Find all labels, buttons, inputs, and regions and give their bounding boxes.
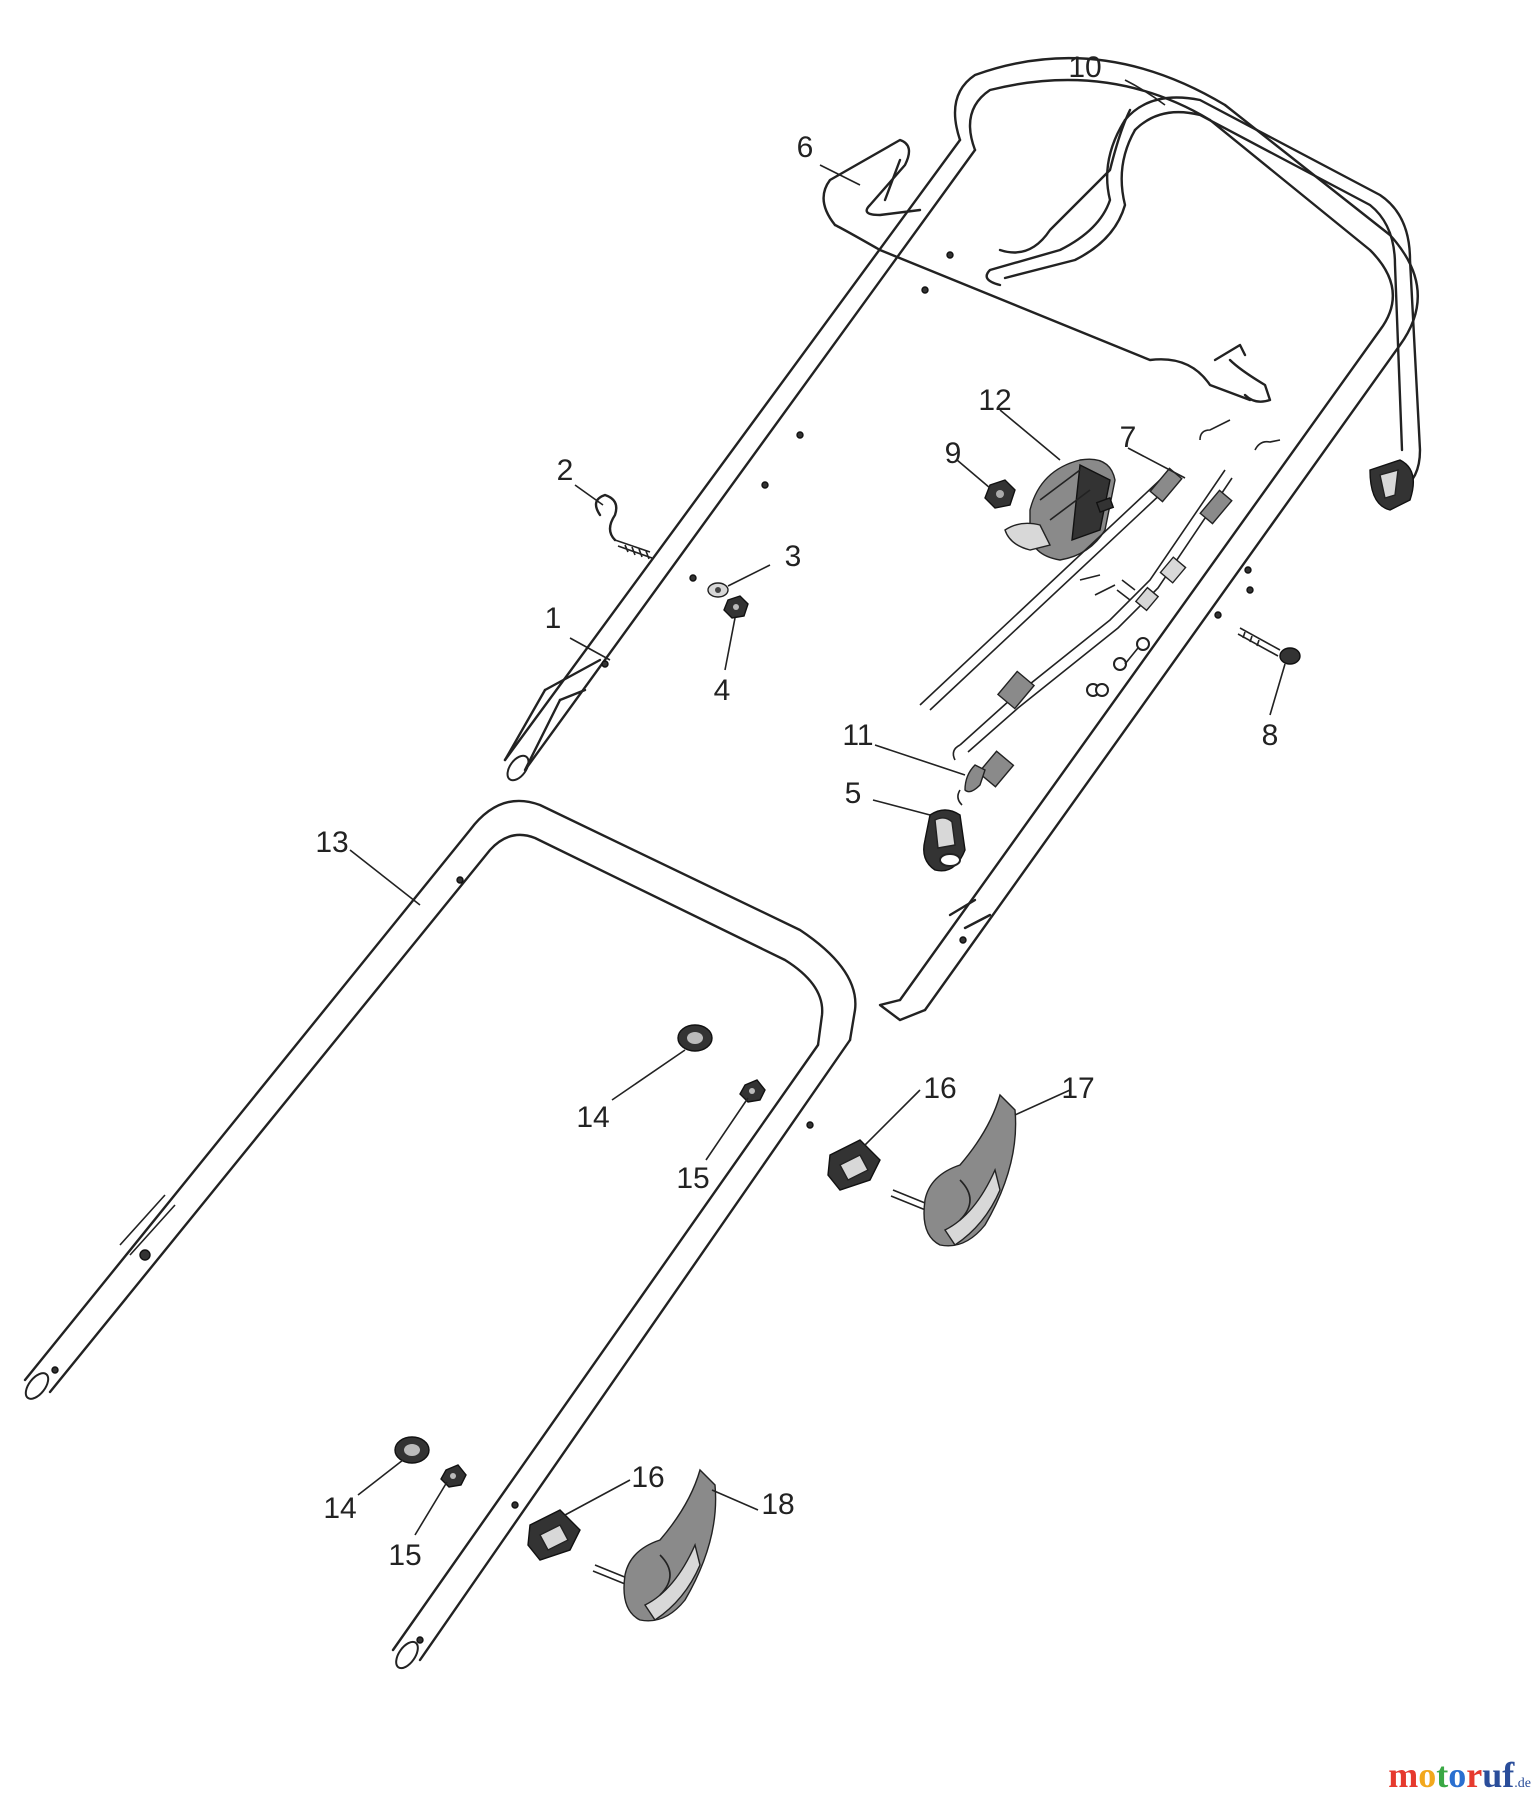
label-6: 6 — [797, 131, 814, 164]
watermark-text: motoruf — [1388, 1755, 1514, 1795]
leader-lines — [349, 79, 1286, 1536]
label-11: 11 — [842, 719, 873, 752]
label-10: 10 — [1068, 51, 1101, 84]
label-12: 12 — [978, 384, 1011, 417]
watermark-letter: o — [1418, 1755, 1437, 1795]
bail-lever — [822, 108, 1252, 402]
watermark-letter: o — [1448, 1755, 1467, 1795]
cable-eye-11 — [957, 764, 986, 806]
control-cables — [919, 419, 1281, 788]
label-2: 2 — [557, 454, 574, 487]
watermark-letter: m — [1388, 1755, 1419, 1795]
label-4: 4 — [714, 674, 731, 707]
upper-handle-bar — [503, 56, 1419, 1022]
clamp-knob-17 — [890, 1093, 1017, 1247]
label-16-lower: 16 — [631, 1461, 664, 1494]
label-14-upper: 14 — [576, 1101, 609, 1134]
top-bail-loop — [985, 96, 1422, 511]
label-16-upper: 16 — [923, 1072, 956, 1105]
nut-9 — [984, 479, 1016, 509]
watermark-tld: .de — [1514, 1776, 1531, 1791]
watermark-letter: f — [1502, 1755, 1515, 1795]
cable-clip-5 — [923, 809, 966, 872]
label-13: 13 — [315, 826, 348, 859]
part-labels: 10 6 12 7 9 2 3 1 4 8 11 5 13 16 17 14 1… — [315, 51, 1278, 1572]
bolt-8 — [1237, 627, 1301, 665]
wing-washer-14-lower — [394, 1436, 430, 1464]
nut-15-lower — [440, 1464, 467, 1488]
nut-4 — [723, 595, 749, 619]
throttle-control — [1004, 458, 1116, 561]
label-7: 7 — [1120, 421, 1137, 454]
watermark-logo: motoruf.de — [1388, 1754, 1531, 1796]
label-1: 1 — [545, 602, 562, 635]
washer-3 — [707, 582, 729, 598]
label-9: 9 — [945, 437, 962, 470]
watermark-letter: u — [1482, 1755, 1503, 1795]
label-3: 3 — [785, 540, 802, 573]
label-8: 8 — [1262, 719, 1279, 752]
clamp-block-16-lower — [527, 1509, 581, 1561]
clamp-knob-18 — [592, 1468, 717, 1622]
watermark-letter: t — [1436, 1755, 1449, 1795]
label-17: 17 — [1061, 1072, 1094, 1105]
label-5: 5 — [845, 777, 862, 810]
lower-handle-bar — [23, 799, 857, 1670]
wing-washer-14-upper — [677, 1024, 713, 1052]
hook-bolt-2 — [594, 493, 653, 560]
watermark-letter: r — [1466, 1755, 1483, 1795]
label-15-upper: 15 — [676, 1162, 709, 1195]
clamp-block-16-upper — [827, 1139, 881, 1191]
label-18: 18 — [761, 1488, 794, 1521]
nut-15-upper — [739, 1079, 766, 1103]
label-15-lower: 15 — [388, 1539, 421, 1572]
label-14-lower: 14 — [323, 1492, 356, 1525]
